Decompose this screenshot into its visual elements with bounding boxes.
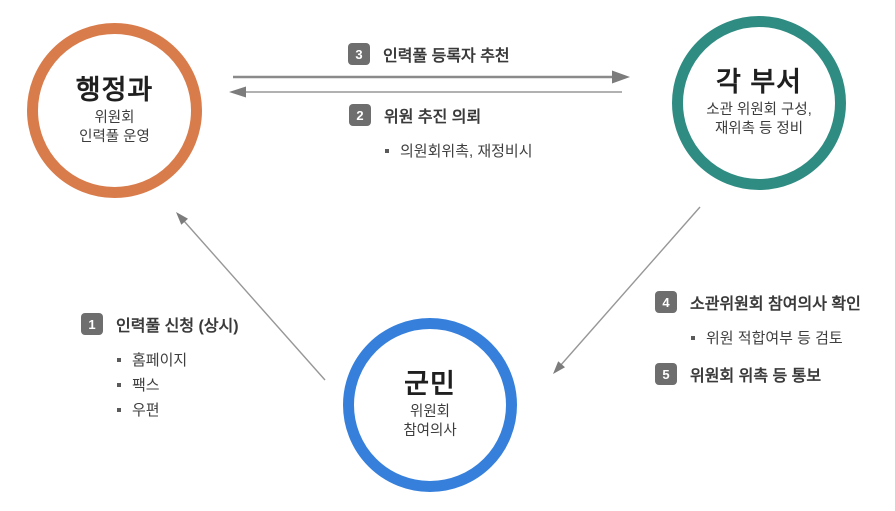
arrow-right-head-icon xyxy=(612,70,630,84)
step-4-item-label: 위원 적합여부 등 검토 xyxy=(706,330,843,347)
step-1-label: 인력풀 신청 (상시) xyxy=(116,318,239,335)
node-each-department: 각 부서 소관 위원회 구성, 재위촉 등 정비 xyxy=(672,16,846,190)
step-2-items: 의원회위촉, 재정비시 xyxy=(385,138,533,163)
square-bullet-icon xyxy=(117,382,121,387)
step-5-head: 5 위원회 위촉 등 통보 xyxy=(655,362,821,386)
step-3-number-badge: 3 xyxy=(348,43,370,65)
step-4-number-badge: 4 xyxy=(655,291,677,313)
step-3-head: 3 인력풀 등록자 추천 xyxy=(348,42,510,66)
step-4-head: 4 소관위원회 참여의사 확인 xyxy=(655,290,861,314)
step-1-number-badge: 1 xyxy=(81,313,103,335)
step-4: 4 소관위원회 참여의사 확인 위원 적합여부 등 검토 xyxy=(655,290,861,350)
step-2-item: 의원회위촉, 재정비시 xyxy=(385,138,533,163)
step-4-items: 위원 적합여부 등 검토 xyxy=(691,325,861,350)
node-each-department-title: 각 부서 xyxy=(715,67,803,97)
node-citizens-subtitle: 위원회 참여의사 xyxy=(403,403,456,441)
step-2-item-label: 의원회위촉, 재정비시 xyxy=(400,143,533,160)
step-5: 5 위원회 위촉 등 통보 xyxy=(655,362,821,386)
node-citizens-subtitle-line2: 참여의사 xyxy=(403,423,457,439)
step-2-label: 위원 추진 의뢰 xyxy=(384,109,482,126)
square-bullet-icon xyxy=(385,148,389,153)
step-1-head: 1 인력풀 신청 (상시) xyxy=(81,312,239,336)
step-3-label: 인력풀 등록자 추천 xyxy=(383,48,510,65)
step-4-label: 소관위원회 참여의사 확인 xyxy=(690,296,861,313)
step-3: 3 인력풀 등록자 추천 xyxy=(348,42,510,66)
node-each-department-subtitle-line1: 소관 위원회 구성, xyxy=(706,102,812,118)
node-admin-subtitle-line1: 위원회 xyxy=(94,109,135,126)
node-citizens-title: 군민 xyxy=(404,369,456,399)
node-citizens-subtitle-line1: 위원회 xyxy=(409,404,451,420)
step-2-number-badge: 2 xyxy=(349,104,371,126)
node-admin-title: 행정과 xyxy=(75,74,154,105)
step-1-item: 우편 xyxy=(117,397,239,422)
square-bullet-icon xyxy=(691,335,695,340)
step-1-item-label: 홈페이지 xyxy=(132,352,188,369)
step-5-number-badge: 5 xyxy=(655,363,677,385)
arrow-left-head-icon xyxy=(229,86,246,98)
step-2: 2 위원 추진 의뢰 의원회위촉, 재정비시 xyxy=(349,103,533,163)
step-2-head: 2 위원 추진 의뢰 xyxy=(349,103,533,127)
node-each-department-subtitle: 소관 위원회 구성, 재위촉 등 정비 xyxy=(706,101,811,139)
step-1-item-label: 팩스 xyxy=(132,377,160,394)
node-admin-subtitle-line2: 인력풀 운영 xyxy=(79,128,150,145)
step-1: 1 인력풀 신청 (상시) 홈페이지 팩스 우편 xyxy=(81,312,239,422)
step-1-items: 홈페이지 팩스 우편 xyxy=(117,347,239,422)
step-1-item: 홈페이지 xyxy=(117,347,239,372)
square-bullet-icon xyxy=(117,407,121,412)
node-each-department-subtitle-line2: 재위촉 등 정비 xyxy=(714,121,804,137)
step-1-item-label: 우편 xyxy=(132,402,160,419)
node-admin-subtitle: 위원회 인력풀 운영 xyxy=(79,109,150,147)
step-5-label: 위원회 위촉 등 통보 xyxy=(690,368,822,385)
arrow-upleft-head-icon xyxy=(176,212,188,225)
node-citizens: 군민 위원회 참여의사 xyxy=(343,318,517,492)
node-admin-department: 행정과 위원회 인력풀 운영 xyxy=(27,23,202,198)
square-bullet-icon xyxy=(117,357,121,362)
step-4-item: 위원 적합여부 등 검토 xyxy=(691,325,861,350)
step-1-item: 팩스 xyxy=(117,372,239,397)
arrow-downleft-head-icon xyxy=(553,361,565,374)
